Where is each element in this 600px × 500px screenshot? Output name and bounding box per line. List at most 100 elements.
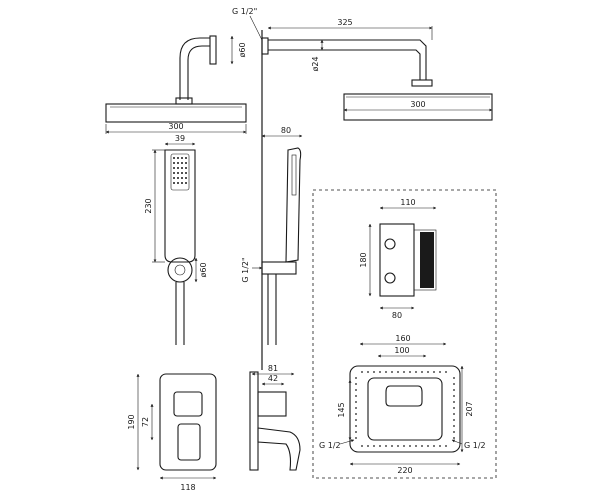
plate-hole: [373, 445, 375, 447]
nozzle-dot: [173, 167, 175, 169]
plate-hole: [453, 389, 455, 391]
plate-hole: [385, 371, 387, 373]
holder-center: [174, 264, 186, 276]
concealed-box-view: 110 180 80: [359, 198, 437, 320]
arm-shower-head: [343, 93, 493, 121]
plate-hole: [453, 401, 455, 403]
arm-wall-flange: [261, 37, 269, 55]
dim-arm-diameter: ø24: [311, 56, 320, 71]
head-connector: [175, 97, 193, 105]
box-port-top: [384, 238, 396, 250]
plate-hole: [361, 445, 363, 447]
plate-hole: [373, 371, 375, 373]
nozzle-dot: [177, 157, 179, 159]
arm-bottom: [268, 49, 421, 80]
dim-plate-height-outer: 207: [465, 401, 474, 416]
plate-hole: [355, 413, 357, 415]
plate-hole: [355, 407, 357, 409]
plate-hole: [355, 425, 357, 427]
dim-arm-head-width: 300: [410, 100, 425, 109]
side-hose: [267, 274, 277, 345]
nozzle-dot: [181, 167, 183, 169]
dim-mixer-depth-outer: 81: [268, 364, 278, 373]
dim-wall-thread: G 1/2": [232, 7, 257, 16]
plate-hole: [355, 389, 357, 391]
plate-hole: [367, 371, 369, 373]
plate-hole: [355, 419, 357, 421]
plate-hole: [385, 445, 387, 447]
handshower-side-view: 80 G 1/2": [241, 126, 303, 345]
plate-hole: [361, 371, 363, 373]
plate-hole: [355, 401, 357, 403]
nozzle-dot: [181, 177, 183, 179]
plate-hole: [439, 445, 441, 447]
dim-plate-width: 220: [397, 466, 412, 475]
box-port-bottom: [384, 272, 396, 284]
plate-hole: [433, 371, 435, 373]
mixer-lever: [177, 423, 201, 461]
box-front: [379, 223, 415, 297]
nozzle-grid: [173, 157, 187, 184]
dim-mixer-width: 118: [180, 483, 195, 492]
handshower-side-face: [291, 154, 297, 196]
dim-mixer-height: 190: [127, 414, 136, 429]
dim-plate-thread-right: G 1/2: [464, 441, 486, 450]
plate-hole: [397, 371, 399, 373]
plate-hole: [355, 395, 357, 397]
mixer-side-view: 81 42: [249, 364, 301, 471]
plate-holes: [355, 371, 455, 447]
overhead-shower-view: ø60 300: [105, 35, 247, 134]
plate-hole: [453, 437, 455, 439]
mounting-plate-view: 160 100 145 207 220 G 1/2 G 1/2: [319, 334, 486, 475]
plate-hole: [453, 419, 455, 421]
shower-arm-inner: [187, 45, 210, 100]
wall-flange: [209, 35, 217, 65]
handshower-body: [164, 149, 196, 263]
mixer-side-diverter: [257, 391, 287, 417]
shower-arm: [179, 37, 210, 100]
plate-hole: [427, 445, 429, 447]
plate-hole: [453, 425, 455, 427]
plate-hole: [409, 371, 411, 373]
plate-hole: [445, 445, 447, 447]
handshower-face: [170, 153, 190, 191]
plate-hole: [453, 413, 455, 415]
dim-box-height: 180: [359, 252, 368, 267]
arm-head-connector: [411, 79, 433, 87]
plate-inner: [367, 377, 443, 441]
nozzle-dot: [173, 177, 175, 179]
mixer-side-lever: [257, 427, 301, 471]
nozzle-dot: [181, 162, 183, 164]
plate-hole: [445, 371, 447, 373]
nozzle-dot: [181, 172, 183, 174]
nozzle-dot: [173, 162, 175, 164]
nozzle-dot: [185, 167, 187, 169]
plate-hole: [403, 371, 405, 373]
nozzle-dot: [185, 172, 187, 174]
plate-hole: [391, 445, 393, 447]
dim-handshower-length: 230: [144, 198, 153, 213]
plate-hole: [439, 371, 441, 373]
dim-plate-inner: 100: [394, 346, 409, 355]
plate-hole: [453, 377, 455, 379]
nozzle-dot: [181, 157, 183, 159]
nozzle-dot: [181, 182, 183, 184]
leader-line: [249, 15, 263, 41]
plate-hole: [433, 445, 435, 447]
dim-plate-outer: 160: [395, 334, 410, 343]
plate-handle-cutout: [385, 385, 423, 407]
mixer-side-plate: [249, 371, 259, 471]
nozzle-dot: [177, 167, 179, 169]
box-back: [413, 229, 437, 291]
nozzle-dot: [177, 177, 179, 179]
dim-mixer-depth-inner: 42: [268, 374, 278, 383]
nozzle-dot: [177, 162, 179, 164]
plate-hole: [415, 445, 417, 447]
plate-hole: [453, 431, 455, 433]
dim-overhead-diameter: ø60: [238, 42, 247, 57]
dim-handshower-width: 39: [175, 134, 185, 143]
plate-hole: [453, 395, 455, 397]
nozzle-dot: [173, 157, 175, 159]
dim-plate-thread-left: G 1/2: [319, 441, 341, 450]
